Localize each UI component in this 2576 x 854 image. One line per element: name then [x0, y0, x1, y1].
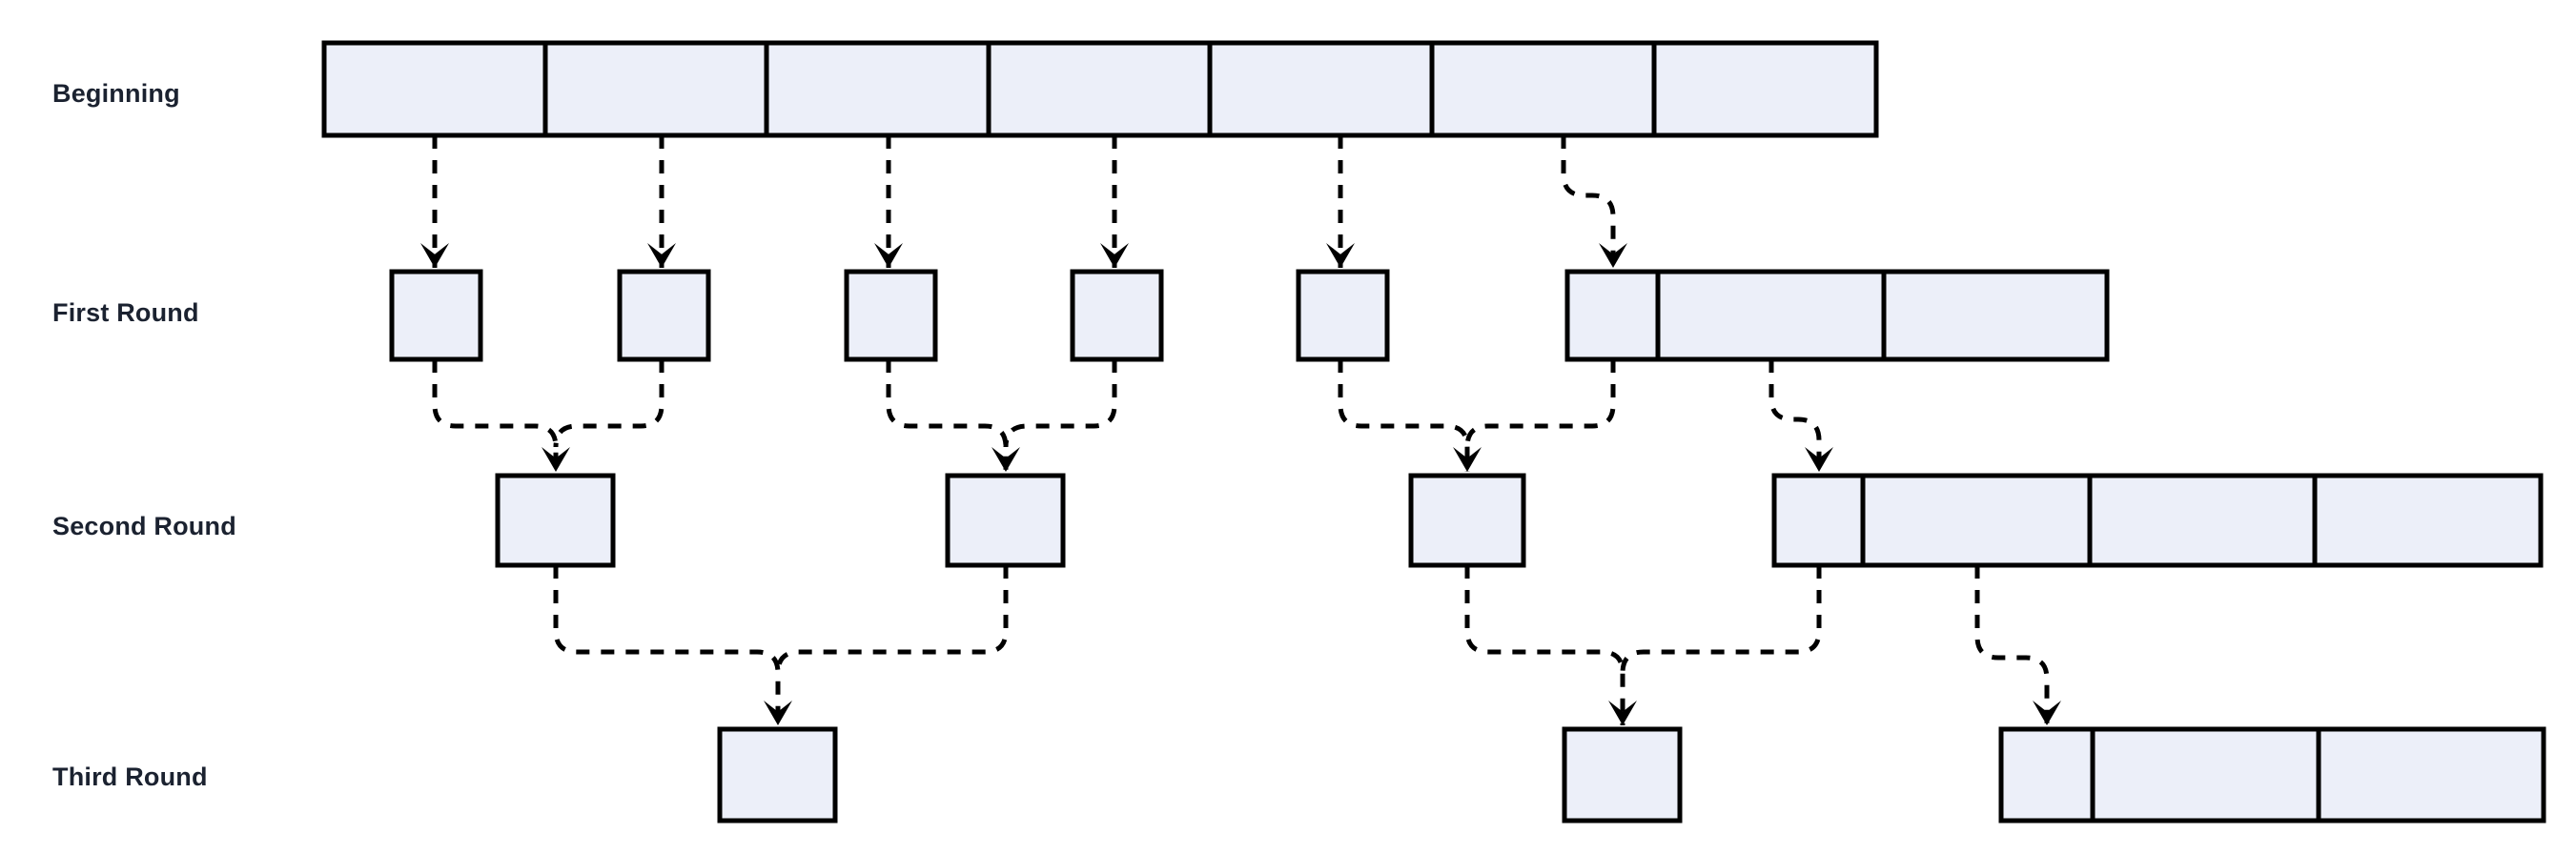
connector-f3f4-s2 [886, 359, 1117, 472]
connectors-layer [420, 135, 2061, 725]
cell-group-outline [617, 269, 711, 362]
arrow-head-icon [1326, 243, 1355, 268]
connector-line [1561, 135, 1616, 268]
arrow-head-icon [1805, 447, 1833, 472]
arrow-head-icon [992, 447, 1020, 472]
cell-group-outline [1771, 473, 2544, 568]
cell-group-outline [1296, 269, 1390, 362]
boxes-layer [321, 40, 2546, 824]
connector-f1f2-s1 [432, 359, 664, 472]
connector-f7-s4 [1768, 359, 1833, 472]
cell-group-outline [1562, 726, 1683, 824]
cell-group-third-round-1 [1562, 726, 1683, 824]
connector-b2-f2 [647, 135, 676, 268]
cell-group-outline [1070, 269, 1164, 362]
connector-s5-t3 [1974, 565, 2061, 725]
row-label-third-round: Third Round [52, 762, 208, 791]
arrow-head-icon [1608, 701, 1637, 725]
cell-group-outline [495, 473, 616, 568]
cell-group-second-round-1 [945, 473, 1066, 568]
cell-group-second-round-3 [1771, 473, 2544, 568]
connector-line [553, 565, 1009, 725]
cell-group-third-round-2 [1998, 726, 2546, 824]
connector-b4-f4 [1100, 135, 1129, 268]
arrow-head-icon [647, 243, 676, 268]
arrow-head-icon [542, 447, 570, 472]
row-label-first-round: First Round [52, 298, 199, 327]
connector-s1s2-t1 [553, 565, 1009, 725]
cell-group-first-round-2 [844, 269, 938, 362]
cell-group-outline [1564, 269, 2110, 362]
connector-b3-f3 [874, 135, 903, 268]
cell-group-outline [321, 40, 1879, 138]
connector-b5-f5 [1326, 135, 1355, 268]
cell-group-first-round-4 [1296, 269, 1390, 362]
connector-b1-f1 [420, 135, 449, 268]
connector-f5f6-s3 [1338, 359, 1616, 472]
row-label-beginning: Beginning [52, 79, 180, 108]
arrow-head-icon [1453, 447, 1482, 472]
cell-group-outline [1408, 473, 1526, 568]
connector-line [1974, 565, 2050, 725]
arrow-head-icon [420, 243, 449, 268]
arrow-head-icon [874, 243, 903, 268]
cell-group-third-round-0 [717, 726, 838, 824]
connector-line [432, 359, 664, 472]
connector-line [1768, 359, 1822, 472]
arrow-head-icon [1599, 243, 1627, 268]
arrow-head-icon [2033, 701, 2061, 725]
connector-line [886, 359, 1117, 472]
cell-group-outline [945, 473, 1066, 568]
connector-s3s4-t2 [1464, 565, 1822, 725]
row-label-second-round: Second Round [52, 512, 236, 540]
cell-group-outline [717, 726, 838, 824]
cell-group-first-round-3 [1070, 269, 1164, 362]
connector-line [1338, 359, 1616, 472]
cell-group-second-round-2 [1408, 473, 1526, 568]
arrow-head-icon [764, 701, 792, 725]
cell-group-first-round-1 [617, 269, 711, 362]
cell-group-beginning-0 [321, 40, 1879, 138]
cell-group-second-round-0 [495, 473, 616, 568]
connector-line [1464, 565, 1822, 725]
cell-group-first-round-0 [389, 269, 483, 362]
cell-group-first-round-5 [1564, 269, 2110, 362]
cell-group-outline [1998, 726, 2546, 824]
cell-group-outline [844, 269, 938, 362]
cell-group-outline [389, 269, 483, 362]
arrow-head-icon [1100, 243, 1129, 268]
connector-b6-f6 [1561, 135, 1627, 268]
